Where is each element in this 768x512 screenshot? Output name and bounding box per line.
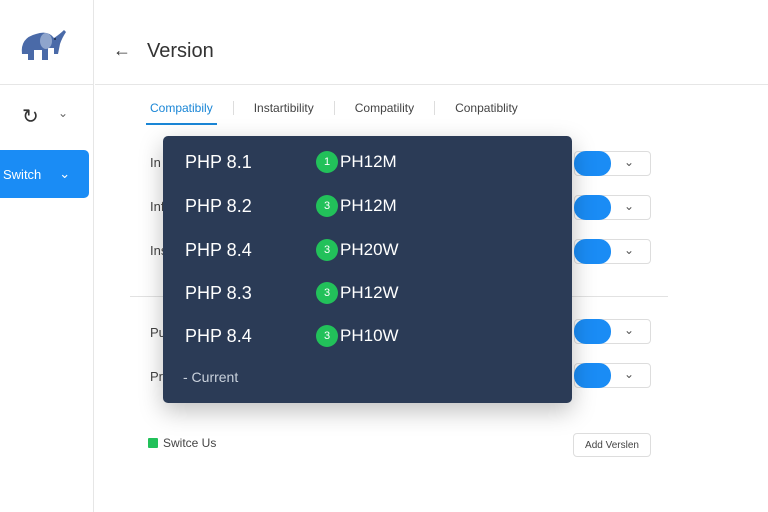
status-badge: 3 bbox=[316, 195, 338, 217]
version-label: PHP 8.2 bbox=[185, 195, 252, 216]
tab-compatibility-1[interactable]: Compatibily bbox=[146, 101, 217, 125]
chevron-down-icon: ⌄ bbox=[59, 166, 71, 181]
status-indicator: Switce Us bbox=[148, 436, 216, 450]
tab-separator bbox=[434, 101, 436, 115]
version-option[interactable]: PHP 8.4 3 PH10W bbox=[185, 325, 399, 347]
status-badge: 3 bbox=[316, 325, 338, 347]
version-label: PHP 8.4 bbox=[185, 239, 252, 260]
version-label: PHP 8.1 bbox=[185, 151, 252, 172]
version-code: PH12W bbox=[340, 283, 399, 302]
status-label: Switce Us bbox=[163, 436, 217, 450]
chevron-down-icon[interactable]: ⌄ bbox=[623, 323, 634, 337]
tab-bar: Compatibily Instartibility Compatility C… bbox=[146, 101, 522, 125]
tab-compatibility-2[interactable]: Compatility bbox=[354, 101, 415, 115]
toggle-select[interactable]: ⌄ bbox=[574, 363, 651, 388]
version-dropdown: PHP 8.1 1 PH12M PHP 8.2 3 PH12M PHP 8.4 … bbox=[163, 136, 572, 403]
status-badge: 1 bbox=[316, 151, 338, 173]
status-badge: 3 bbox=[316, 239, 338, 261]
toggle-select[interactable]: ⌄ bbox=[574, 319, 651, 344]
back-arrow-icon[interactable]: ← bbox=[113, 40, 131, 60]
version-code: PH10W bbox=[340, 326, 399, 345]
chevron-down-icon[interactable]: ⌄ bbox=[623, 367, 634, 381]
setting-row-label: Pu bbox=[150, 325, 166, 340]
version-option[interactable]: PHP 8.2 3 PH12M bbox=[185, 195, 397, 217]
switch-button-label: Switch bbox=[3, 166, 42, 182]
tab-instability[interactable]: Instartibility bbox=[253, 101, 314, 115]
elephant-logo-icon bbox=[21, 30, 66, 60]
chevron-down-icon[interactable]: ⌄ bbox=[623, 155, 634, 169]
setting-row-label: Pr bbox=[150, 369, 163, 384]
toggle-pill[interactable] bbox=[574, 195, 611, 220]
green-status-icon bbox=[148, 438, 158, 448]
version-label: PHP 8.3 bbox=[185, 282, 252, 303]
status-badge: 3 bbox=[316, 282, 338, 304]
page-title: Version bbox=[147, 40, 214, 62]
toggle-pill[interactable] bbox=[574, 363, 611, 388]
toggle-pill[interactable] bbox=[574, 151, 611, 176]
add-version-button[interactable]: Add Verslen bbox=[573, 433, 651, 457]
version-option[interactable]: PHP 8.3 3 PH12W bbox=[185, 282, 399, 304]
toggle-pill[interactable] bbox=[574, 319, 611, 344]
chevron-down-icon[interactable]: ⌄ bbox=[623, 243, 634, 257]
current-label: - Current bbox=[183, 369, 239, 385]
version-option[interactable]: PHP 8.4 3 PH20W bbox=[185, 239, 399, 261]
tab-separator bbox=[232, 101, 234, 115]
version-code: PH12M bbox=[340, 196, 397, 215]
chevron-down-icon[interactable]: ⌄ bbox=[623, 199, 634, 213]
toggle-select[interactable]: ⌄ bbox=[574, 195, 651, 220]
switch-button[interactable]: Switch ⌄ bbox=[0, 150, 89, 198]
version-code: PH12M bbox=[340, 152, 397, 171]
chevron-down-icon[interactable]: ⌄ bbox=[58, 106, 69, 120]
refresh-icon[interactable]: ↻ bbox=[22, 106, 39, 128]
tab-separator bbox=[333, 101, 335, 115]
header-divider bbox=[95, 84, 768, 85]
version-label: PHP 8.4 bbox=[185, 325, 252, 346]
toggle-select[interactable]: ⌄ bbox=[574, 239, 651, 264]
version-code: PH20W bbox=[340, 240, 399, 259]
version-option[interactable]: PHP 8.1 1 PH12M bbox=[185, 151, 397, 173]
sidebar-divider bbox=[0, 84, 94, 85]
tab-compatibility-3[interactable]: Conpatiblity bbox=[455, 101, 518, 115]
setting-row-label: Inf bbox=[150, 199, 165, 214]
sidebar: ↻ ⌄ Switch ⌄ bbox=[0, 0, 94, 512]
setting-row-label: In bbox=[150, 155, 161, 170]
toggle-select[interactable]: ⌄ bbox=[574, 151, 651, 176]
toggle-pill[interactable] bbox=[574, 239, 611, 264]
